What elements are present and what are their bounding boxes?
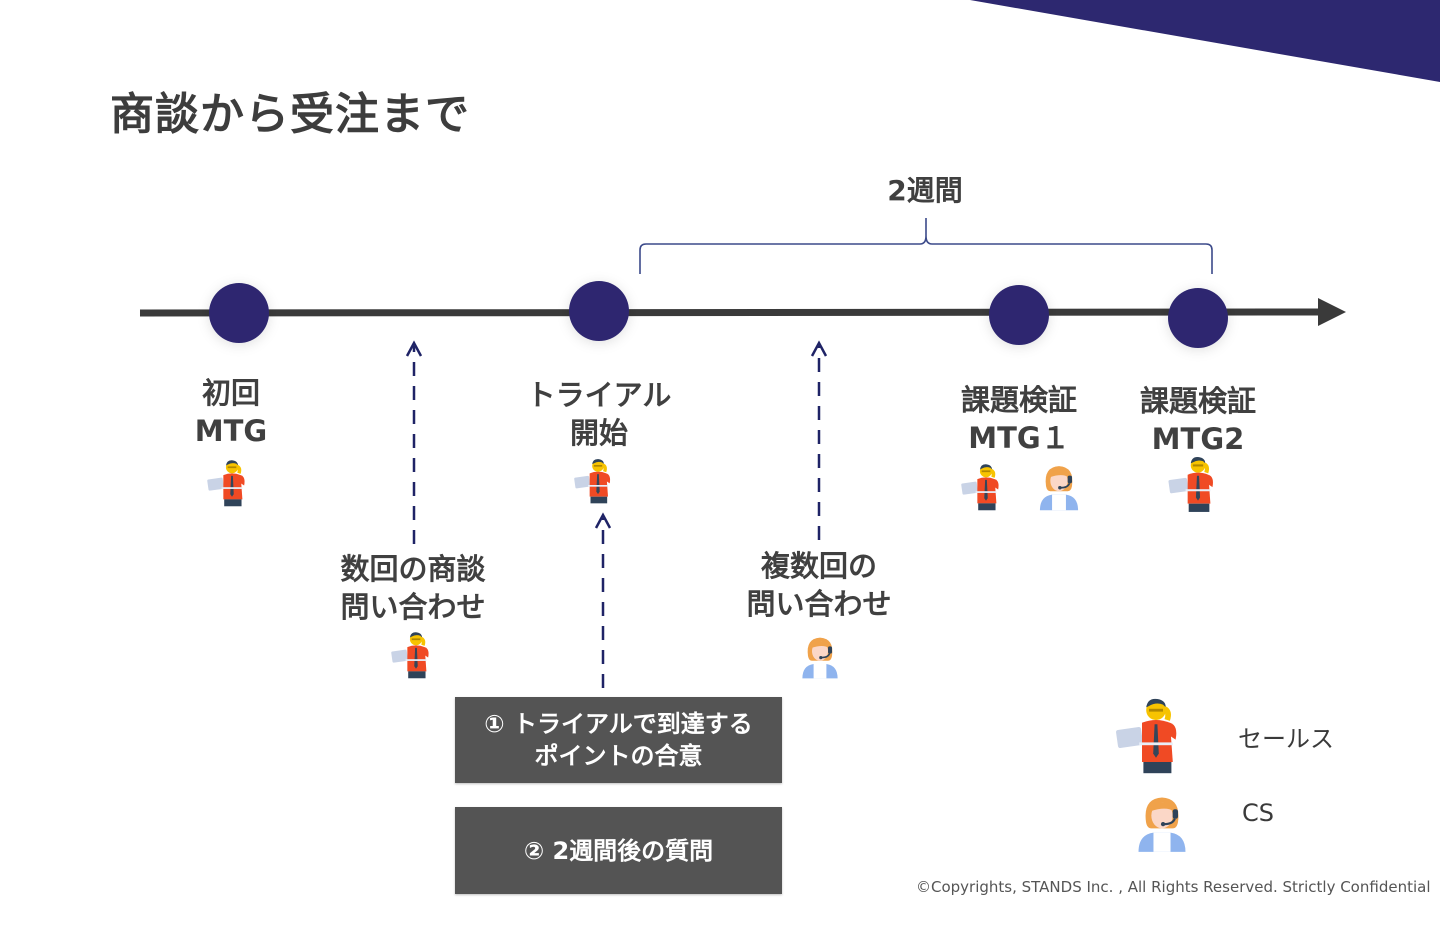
support-agent-icon [1033,460,1085,512]
milestone-label-trial-start: トライアル 開始 [527,376,672,452]
timeline-axis [139,308,1323,317]
salesperson-icon [206,456,258,508]
legend-label-sales: セールス [1238,725,1334,753]
salesperson-icon [960,460,1012,512]
slide-title: 商談から受注まで [110,89,470,140]
note-line: ① トライアルで到達する [484,710,753,738]
label-line: 数回の商談 [340,552,486,586]
salesperson-icon [1167,452,1229,514]
label-line: トライアル [526,378,672,412]
label-line: 課題検証 [960,383,1078,417]
milestone-label-validation-mtg-1: 課題検証 MTG１ [961,381,1077,457]
legend-salesperson-icon [1114,692,1198,776]
two-week-bracket [639,218,1213,274]
label-line: 開始 [569,416,628,450]
label-line: MTG１ [968,421,1070,455]
label-line: 初回 [201,376,261,410]
milestone-dot-validation-mtg-1 [989,285,1049,345]
timeline-arrowhead [1318,298,1346,326]
milestone-dot-trial-start [569,281,629,341]
milestone-dot-initial-mtg [209,283,269,343]
copyright-footer: ©Copyrights, STANDS Inc. , All Rights Re… [916,878,1431,896]
milestone-dot-validation-mtg-2 [1168,288,1228,348]
event-label-multiple-meetings: 数回の商談 問い合わせ [340,550,485,626]
legend-label-cs: CS [1242,799,1274,827]
span-label-two-weeks: 2週間 [887,174,963,207]
note-line: ポイントの合意 [534,742,703,770]
milestone-label-initial-mtg: 初回 MTG [195,374,267,450]
label-line: 課題検証 [1139,384,1257,418]
note-line: ② 2週間後の質問 [523,836,714,865]
arrowhead-icon [810,340,828,357]
note-box-trial-agreement: ① トライアルで到達する ポイントの合意 [455,697,782,783]
salesperson-icon [573,455,623,505]
legend-support-agent-icon [1130,790,1194,854]
label-line: MTG [194,414,268,448]
event-label-multiple-inquiries: 複数回の 問い合わせ [746,547,891,623]
arrowhead-icon [594,512,612,529]
milestone-label-validation-mtg-2: 課題検証 MTG2 [1140,382,1256,458]
note-box-two-week-question: ② 2週間後の質問 [455,807,782,894]
support-agent-icon [796,632,844,680]
label-line: MTG2 [1151,422,1245,456]
label-line: 問い合わせ [340,590,486,624]
arrowhead-icon [405,340,423,357]
salesperson-icon [390,628,442,680]
label-line: 問い合わせ [746,587,892,621]
label-line: 複数回の [760,549,878,583]
corner-accent-shape [970,0,1440,82]
